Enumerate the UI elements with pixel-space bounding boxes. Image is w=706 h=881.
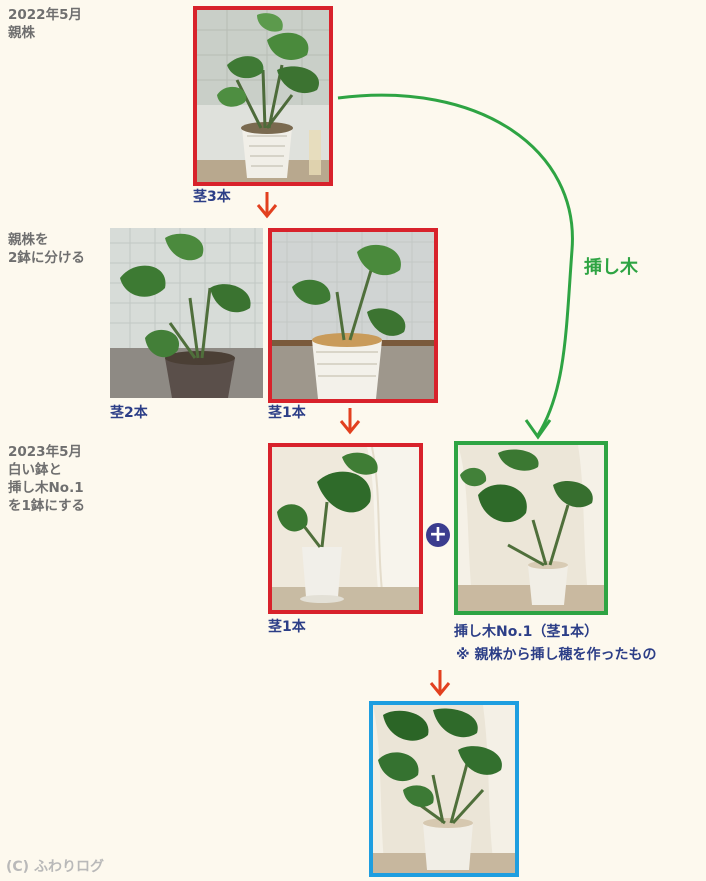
copyright: (C) ふわりログ — [6, 859, 104, 875]
stage-label-split: 親株を 2鉢に分ける — [8, 232, 85, 266]
final-combined-photo — [369, 701, 519, 877]
cutting-curve-arrow — [337, 93, 574, 440]
cutting-no1-note: ※ 親株から挿し穂を作ったもの — [456, 647, 657, 663]
cutting-no1-caption: 挿し木No.1（茎1本） — [454, 624, 599, 640]
white-pot-photo — [268, 443, 423, 614]
parent-plant-caption: 茎3本 — [193, 189, 231, 205]
parent-plant-photo — [193, 6, 333, 186]
split-left-caption: 茎2本 — [110, 405, 148, 421]
red-down-arrow — [256, 192, 278, 219]
cutting-no1-photo — [454, 441, 608, 615]
red-down-arrow — [339, 408, 361, 435]
split-left-photo — [110, 228, 263, 398]
stage-label-2022: 2022年5月 親株 — [8, 7, 82, 41]
plus-icon: + — [426, 523, 450, 547]
red-down-arrow — [429, 670, 451, 697]
cutting-label: 挿し木 — [584, 257, 638, 278]
white-pot-caption: 茎1本 — [268, 619, 306, 635]
split-right-caption: 茎1本 — [268, 405, 306, 421]
stage-label-2023: 2023年5月 白い鉢と 挿し木No.1 を1鉢にする — [8, 444, 86, 514]
split-right-photo — [268, 228, 438, 403]
